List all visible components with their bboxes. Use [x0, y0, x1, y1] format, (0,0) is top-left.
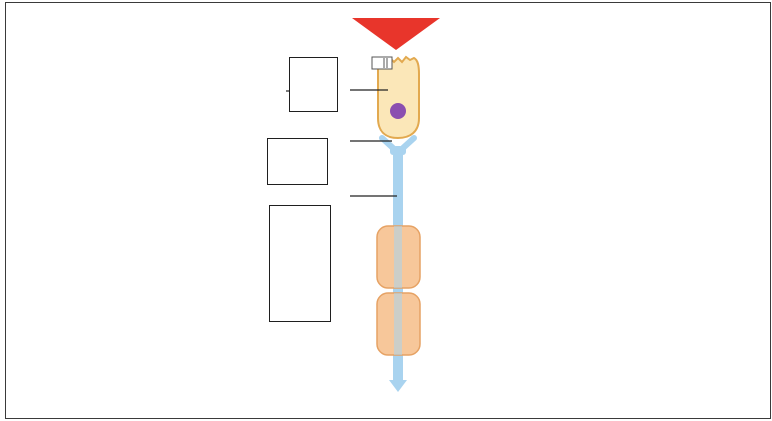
down-arrow-icon — [352, 18, 440, 50]
cilia-box — [371, 56, 393, 70]
myelin-sheath — [376, 225, 421, 356]
leader-lines — [286, 89, 397, 197]
receptor-cell — [371, 55, 420, 140]
label-box-receptor — [289, 57, 338, 112]
label-box-sensory-neuron — [269, 205, 331, 322]
label-box-synapse — [267, 138, 328, 185]
diagram-frame — [5, 2, 771, 419]
nucleus — [390, 103, 406, 119]
